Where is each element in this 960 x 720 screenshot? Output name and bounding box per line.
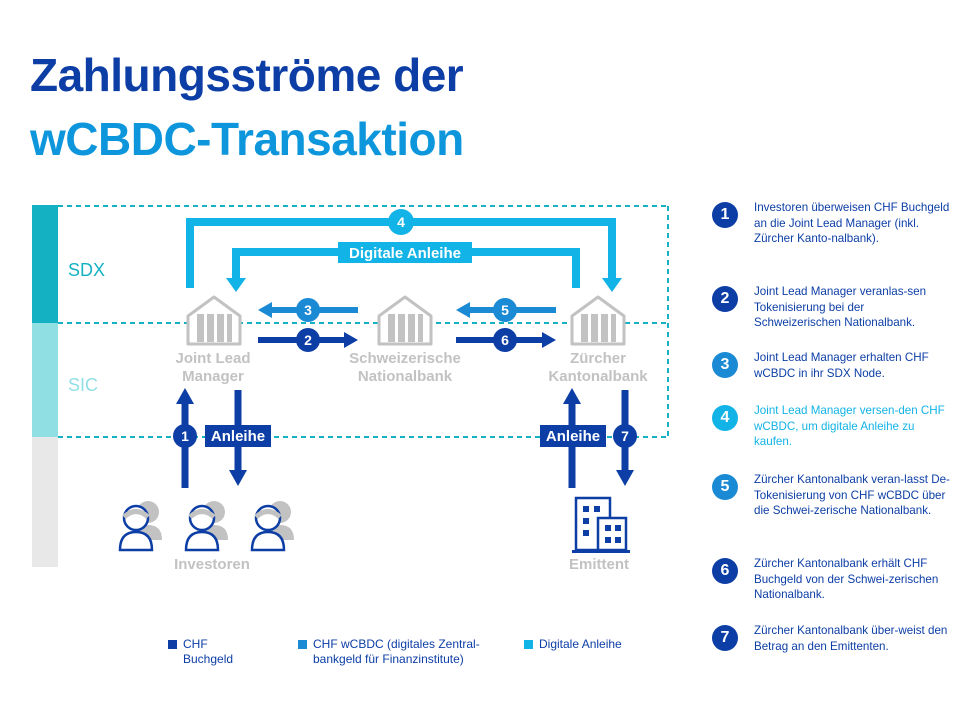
step-badge-5: 5 — [501, 302, 509, 318]
bank-building-icon — [186, 295, 242, 346]
page-title-line2: wCBDC-Transaktion — [30, 113, 464, 165]
step-badge-1: 1 — [181, 428, 189, 444]
step-text: Joint Lead Manager erhalten CHF wCBDC in… — [754, 351, 929, 380]
step-number-badge: 2 — [712, 286, 738, 312]
step-text: Zürcher Kantonalbank über-weist den Betr… — [754, 624, 948, 653]
office-building-icon — [572, 496, 630, 553]
anleihe-label-left: Anleihe — [211, 428, 265, 445]
node-label-emittent: Emittent — [569, 556, 629, 573]
step-badge-7: 7 — [621, 428, 629, 444]
arrow-anleihe-left: Anleihe — [205, 390, 271, 486]
bank-building-icon — [570, 295, 626, 346]
step-badge-6: 6 — [501, 332, 509, 348]
step-number-badge: 1 — [712, 202, 738, 228]
step-number-badge: 7 — [712, 625, 738, 651]
arrow-step-7: 7 — [613, 390, 637, 486]
digitale-anleihe-label: Digitale Anleihe — [349, 245, 461, 262]
legend-label: CHF Buchgeld — [183, 637, 234, 666]
arrow-step-6: 6 — [456, 328, 556, 352]
node-label-snb-2: Nationalbank — [358, 368, 453, 385]
arrow-step-1: 1 — [173, 388, 197, 488]
legend-swatch — [524, 640, 533, 649]
sdx-label: SDX — [68, 260, 105, 280]
step-number-badge: 5 — [712, 474, 738, 500]
arrow-step-2: 2 — [258, 328, 358, 352]
step-text: Zürcher Kantonalbank erhält CHF Buchgeld… — [754, 557, 939, 601]
node-label-snb-1: Schweizerische — [349, 350, 461, 367]
arrow-anleihe-right: Anleihe — [540, 388, 606, 488]
legend-label: Digitale Anleihe — [539, 637, 622, 651]
node-label-zkb-2: Kantonalbank — [548, 368, 648, 385]
node-label-jlm-1: Joint Lead — [175, 350, 250, 367]
node-label-jlm-2: Manager — [182, 368, 244, 385]
arrow-digitale-anleihe: Digitale Anleihe — [226, 242, 580, 292]
arrow-step-5: 5 — [456, 298, 556, 322]
step-badge-2: 2 — [304, 332, 312, 348]
base-zone-bar — [32, 437, 58, 567]
step-text: Investoren überweisen CHF Buchgeld an di… — [754, 201, 950, 245]
bank-building-icon — [377, 295, 433, 346]
step-badge-4: 4 — [397, 214, 405, 230]
node-label-zkb-1: Zürcher — [570, 350, 626, 367]
legend-swatch — [298, 640, 307, 649]
legend-swatch — [168, 640, 177, 649]
arrow-step-4: 4 — [186, 209, 622, 292]
anleihe-label-right: Anleihe — [546, 428, 600, 445]
page-title-line1: Zahlungsströme der — [30, 49, 464, 101]
node-label-investoren: Investoren — [174, 556, 250, 573]
step-number-badge: 6 — [712, 558, 738, 584]
legend-label: CHF wCBDC (digitales Zentral- bankgeld f… — [313, 637, 480, 666]
step-text: Joint Lead Manager veranlas-sen Tokenisi… — [754, 285, 927, 329]
step-text: Joint Lead Manager versen-den CHF wCBDC,… — [754, 404, 945, 448]
arrow-step-3: 3 — [258, 298, 358, 322]
sic-label: SIC — [68, 375, 98, 395]
investor-people-icon — [120, 501, 162, 550]
step-number-badge: 3 — [712, 352, 738, 378]
step-number-badge: 4 — [712, 405, 738, 431]
sic-zone-bar — [32, 323, 58, 437]
step-badge-3: 3 — [304, 302, 312, 318]
investor-people-icon — [252, 501, 294, 550]
investor-people-icon — [186, 501, 228, 550]
sdx-zone-bar — [32, 205, 58, 323]
step-text: Zürcher Kantonalbank veran-lasst De-Toke… — [754, 473, 950, 517]
